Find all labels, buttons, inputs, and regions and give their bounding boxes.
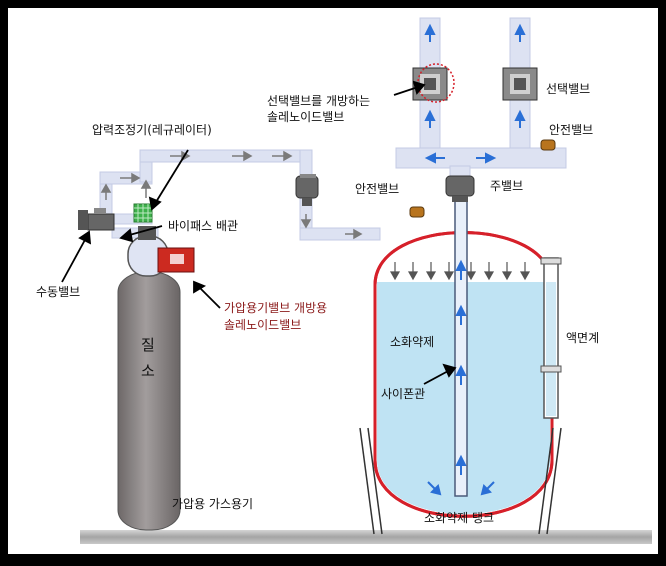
label-manual-valve: 수동밸브	[36, 285, 80, 299]
selector-valve-right-icon	[502, 67, 538, 101]
label-gas-container: 가압용 가스용기	[172, 497, 253, 511]
tank-legs	[359, 427, 562, 535]
label-level-gauge: 액면계	[566, 331, 599, 345]
manual-valve-icon	[78, 208, 115, 231]
label-selector-valve: 선택밸브	[546, 82, 590, 96]
flow-arrow-icon	[100, 150, 363, 240]
label-main-valve: 주밸브	[490, 179, 523, 193]
siphon-pipe	[454, 195, 468, 497]
cylinder-label-2: 소	[141, 362, 155, 380]
solenoid-icon	[157, 247, 195, 273]
label-siphon-pipe: 사이폰관	[381, 387, 425, 401]
pressure-arrows	[389, 262, 531, 281]
label-selector-solenoid-1: 선택밸브를 개방하는	[267, 94, 370, 108]
label-safety-valve-top: 안전밸브	[549, 123, 593, 137]
safety-valve-tank-icon	[409, 206, 425, 218]
callout-arrows	[61, 80, 457, 385]
label-bypass-pipe: 바이패스 배관	[168, 219, 238, 233]
main-valve-icon	[445, 175, 475, 202]
label-agent-tank: 소화약제 탱크	[424, 510, 494, 525]
label-extinguishing-agent: 소화약제	[390, 334, 434, 349]
level-gauge-fill	[546, 282, 556, 416]
safety-valve-top-icon	[540, 139, 556, 151]
flow-arrow-blue	[424, 23, 526, 496]
regulator-icon	[133, 203, 153, 223]
label-selector-solenoid-2: 솔레노이드밸브	[267, 110, 344, 124]
floor-bar	[80, 530, 652, 544]
label-pressurizing-solenoid-1: 가압용기밸브 개방용	[224, 301, 327, 315]
label-pressure-regulator: 압력조정기(레규레이터)	[92, 123, 212, 137]
cylinder-label-1: 질	[141, 336, 155, 354]
line-valve-icon	[295, 174, 319, 206]
label-pressurizing-solenoid-2: 솔레노이드밸브	[224, 318, 301, 332]
label-safety-valve-tank: 안전밸브	[355, 182, 399, 196]
